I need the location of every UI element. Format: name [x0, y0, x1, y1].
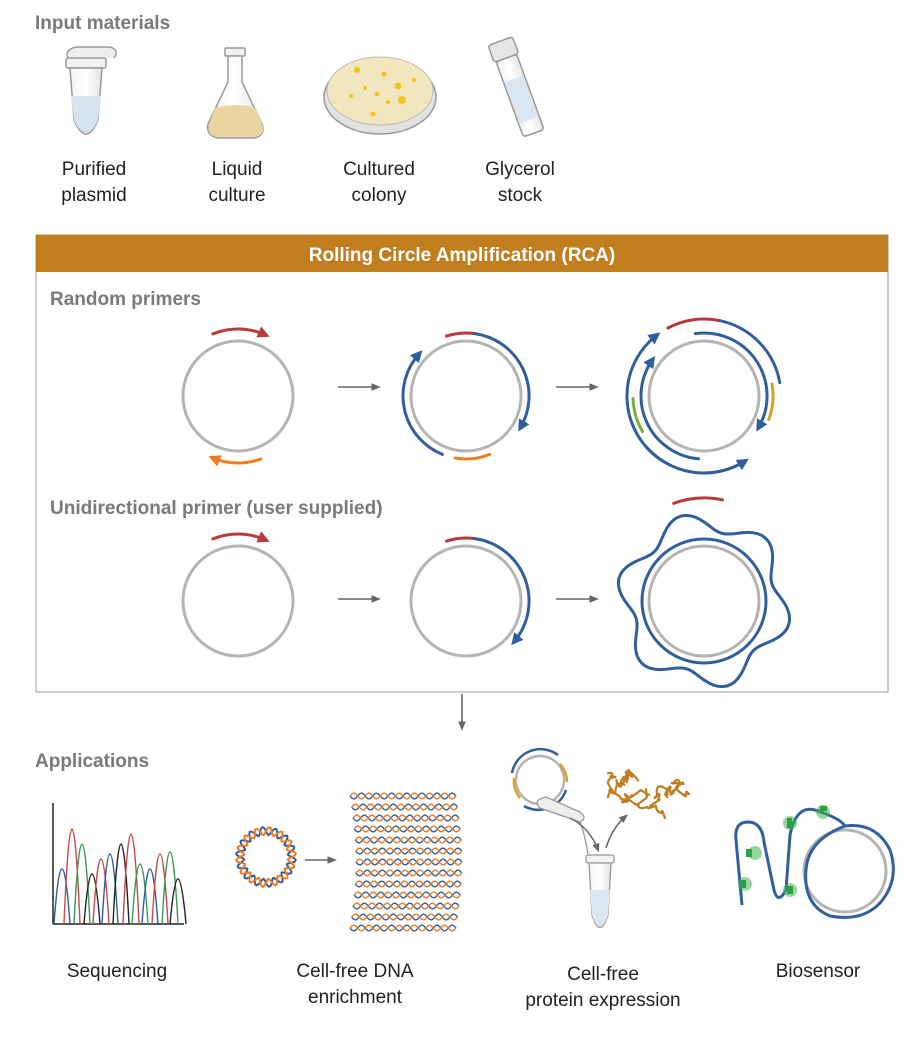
- application-label-line1: Cell-free DNA: [296, 961, 414, 982]
- protein-ribbon: [637, 788, 667, 820]
- extension-strand: [473, 537, 531, 646]
- input-labels: Purified plasmid Liquid culture Cultured…: [61, 159, 555, 206]
- dna-helix-strand: [354, 880, 462, 888]
- chromatogram-peak: [122, 833, 140, 925]
- chromatogram-peak: [151, 853, 169, 925]
- primer-bound: [666, 317, 722, 330]
- protein-ribbon: [606, 771, 623, 795]
- plasmid-circle: [409, 544, 523, 658]
- protein-ribbon: [606, 788, 629, 804]
- sequencing-chromatogram-icon: [52, 803, 187, 925]
- dna-helix-strand: [355, 858, 463, 866]
- random-primers-label: Random primers: [50, 289, 201, 310]
- plasmid-circle: [181, 544, 295, 658]
- chromatogram-peak: [169, 878, 187, 925]
- extension-strand: [639, 355, 700, 461]
- input-label-line1: Purified: [62, 159, 126, 180]
- chromatogram-peak: [112, 843, 130, 925]
- application-label-line1: Biosensor: [776, 961, 861, 982]
- dna-helix-strand: [351, 913, 459, 921]
- input-label-line2: culture: [208, 185, 265, 206]
- application-label-line2: enrichment: [308, 987, 403, 1008]
- protein-expression-icon: [510, 747, 691, 929]
- displaced-strand: [643, 444, 749, 475]
- input-label-line1: Cultured: [343, 159, 415, 180]
- dna-helix-strand: [234, 825, 298, 889]
- dna-helix-strand: [355, 847, 463, 855]
- primer-reverse: [208, 455, 263, 467]
- application-labels: Sequencing Cell-free DNA enrichment Cell…: [67, 961, 861, 1011]
- application-label-line1: Sequencing: [67, 961, 167, 982]
- primer-bound: [672, 496, 724, 505]
- protein-ribbon: [619, 771, 640, 786]
- dna-helix-strand: [353, 891, 461, 899]
- primer-bound: [453, 452, 492, 461]
- extension-strand: [640, 537, 768, 665]
- dna-helix-strand: [349, 924, 457, 932]
- primer-forward: [211, 326, 270, 338]
- secondary-primer: [631, 397, 644, 433]
- displaced-strand: [718, 319, 782, 385]
- microtube-icon: [65, 46, 117, 135]
- plasmid-circle: [647, 544, 761, 658]
- extension-strand: [693, 331, 769, 432]
- chromatogram-peak: [141, 868, 159, 925]
- rca-header-title: Rolling Circle Amplification (RCA): [309, 245, 615, 266]
- dna-helix-strand: [354, 836, 462, 844]
- cryovial-icon: [488, 36, 544, 137]
- dna-helix-strand: [352, 902, 460, 910]
- input-label-line1: Liquid: [212, 159, 263, 180]
- unidirectional-primer-label: Unidirectional primer (user supplied): [50, 498, 383, 519]
- chromatogram-peak: [131, 863, 149, 925]
- chromatogram-peak: [83, 873, 101, 925]
- dna-helix-strand: [351, 803, 459, 811]
- chromatogram-peak: [92, 858, 110, 925]
- application-label-line1: Cell-free: [567, 964, 639, 985]
- applications-title: Applications: [35, 751, 149, 772]
- petri-dish-icon: [323, 56, 437, 135]
- input-label-line2: stock: [498, 185, 543, 206]
- concatemer-strand: [616, 513, 792, 689]
- extension-strand: [401, 350, 444, 456]
- primer-forward: [211, 531, 270, 543]
- extension-strand: [473, 332, 531, 432]
- chromatogram-peak: [63, 828, 81, 925]
- protein-ribbon: [615, 768, 634, 786]
- plasmid-circle: [181, 339, 295, 453]
- flask-icon: [206, 47, 264, 139]
- input-label-line1: Glycerol: [485, 159, 555, 180]
- input-label-line2: plasmid: [61, 185, 126, 206]
- dna-helix-strand: [352, 814, 460, 822]
- dna-enrichment-icon: [234, 792, 463, 932]
- dna-helix-strand: [355, 869, 463, 877]
- biosensor-icon: [734, 805, 895, 919]
- chromatogram-peak: [101, 853, 119, 925]
- dna-helix-strand: [349, 792, 457, 800]
- chromatogram-peak: [53, 868, 71, 925]
- dna-helix-strand: [353, 825, 461, 833]
- protein-ribbon: [670, 778, 691, 798]
- application-label-line2: protein expression: [525, 990, 680, 1011]
- rca-header-bar: [36, 235, 888, 272]
- protein-ribbon: [648, 785, 671, 807]
- rca-steps: [181, 317, 792, 689]
- chromatogram-peak: [161, 851, 179, 925]
- input-label-line2: colony: [352, 185, 407, 206]
- input-materials-title: Input materials: [35, 13, 170, 34]
- plasmid-circle: [647, 339, 761, 453]
- secondary-primer: [767, 382, 775, 422]
- plasmid-circle: [409, 339, 523, 453]
